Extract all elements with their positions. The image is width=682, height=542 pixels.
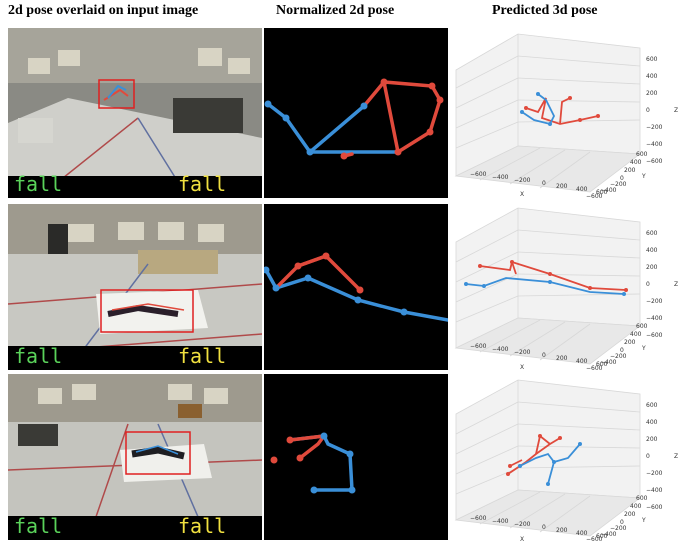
normalized-pose-row3: [264, 374, 448, 540]
x-tick: −200: [514, 521, 531, 528]
x-axis-label: X: [520, 536, 524, 542]
z-axis-label: Z: [674, 107, 678, 114]
z-tick: 200: [646, 436, 658, 443]
z-axis-label: Z: [674, 453, 678, 460]
x-tick: 600: [596, 361, 608, 368]
x-tick: 0: [542, 352, 546, 359]
label-left-row2: fall: [14, 344, 63, 368]
z-tick: −600: [646, 158, 663, 165]
normalized-pose-row2: [264, 204, 448, 370]
label-right-row1: fall: [178, 172, 227, 196]
y-tick: 600: [636, 151, 648, 158]
x-tick: 0: [542, 180, 546, 187]
z-tick: 200: [646, 90, 658, 97]
y-tick: 400: [630, 159, 642, 166]
y-tick: −200: [610, 525, 627, 532]
x-tick: 400: [576, 530, 588, 537]
x-tick: 400: [576, 186, 588, 193]
y-tick: 200: [624, 167, 636, 174]
z-tick: 0: [646, 453, 650, 460]
input-image-row2: fall fall: [8, 204, 262, 370]
z-tick: 200: [646, 264, 658, 271]
z-tick: 400: [646, 73, 658, 80]
z-tick: 400: [646, 247, 658, 254]
label-right-row2: fall: [178, 344, 227, 368]
x-tick: −200: [514, 177, 531, 184]
label-left-row3: fall: [14, 514, 63, 538]
header-predicted-3d: Predicted 3d pose: [492, 3, 598, 18]
x-tick: −400: [492, 346, 509, 353]
z-axis-label: Z: [674, 281, 678, 288]
x-tick: 200: [556, 355, 568, 362]
input-image-row3: fall fall: [8, 374, 262, 540]
y-axis-label: Y: [641, 173, 646, 180]
x-tick: 0: [542, 524, 546, 531]
y-tick: −400: [600, 531, 617, 538]
x-tick: 200: [556, 183, 568, 190]
x-tick: −600: [470, 343, 487, 350]
x-axis-label: X: [520, 191, 524, 198]
z-tick: 600: [646, 402, 658, 409]
z-tick: 0: [646, 107, 650, 114]
y-tick: −600: [586, 365, 603, 372]
y-tick: −400: [600, 359, 617, 366]
plot3d-row2: 600 400 200 0 −200 −400 −600 Z −600 −400…: [450, 204, 682, 372]
z-tick: −200: [646, 298, 663, 305]
z-tick: −400: [646, 487, 663, 494]
label-right-row3: fall: [178, 514, 227, 538]
y-tick: 200: [624, 339, 636, 346]
y-tick: 600: [636, 495, 648, 502]
z-tick: −600: [646, 332, 663, 339]
y-axis-label: Y: [641, 517, 646, 524]
y-tick: −200: [610, 353, 627, 360]
y-tick: 200: [624, 511, 636, 518]
label-left-row1: fall: [14, 172, 63, 196]
x-tick: 400: [576, 358, 588, 365]
x-tick: −600: [470, 515, 487, 522]
normalized-pose-row1: [264, 28, 448, 198]
header-overlay: 2d pose overlaid on input image: [8, 3, 199, 18]
header-normalized-2d: Normalized 2d pose: [276, 3, 395, 18]
plot3d-row1: 600 400 200 0 −200 −400 −600 Z −600 −400…: [450, 28, 682, 200]
z-tick: −200: [646, 124, 663, 131]
y-axis-label: Y: [641, 345, 646, 352]
x-axis-label: X: [520, 364, 524, 371]
z-tick: −200: [646, 470, 663, 477]
y-tick: 0: [620, 347, 624, 354]
z-tick: −600: [646, 504, 663, 511]
y-tick: 400: [630, 503, 642, 510]
x-tick: −600: [470, 171, 487, 178]
z-tick: −400: [646, 141, 663, 148]
z-tick: −400: [646, 315, 663, 322]
y-tick: −600: [586, 193, 603, 200]
x-tick: 600: [596, 189, 608, 196]
z-tick: 0: [646, 281, 650, 288]
input-image-row1: fall fall: [8, 28, 262, 198]
plot3d-row3: 600 400 200 0 −200 −400 −600 Z −600 −400…: [450, 374, 682, 542]
y-tick: 0: [620, 519, 624, 526]
y-tick: −200: [610, 181, 627, 188]
x-tick: 200: [556, 527, 568, 534]
x-tick: −200: [514, 349, 531, 356]
y-tick: −600: [586, 536, 603, 542]
z-tick: 400: [646, 419, 658, 426]
x-tick: −400: [492, 174, 509, 181]
y-tick: 0: [620, 175, 624, 182]
x-tick: −400: [492, 518, 509, 525]
y-tick: 400: [630, 331, 642, 338]
z-tick: 600: [646, 230, 658, 237]
y-tick: 600: [636, 323, 648, 330]
y-tick: −400: [600, 187, 617, 194]
x-tick: 600: [596, 533, 608, 540]
z-tick: 600: [646, 56, 658, 63]
